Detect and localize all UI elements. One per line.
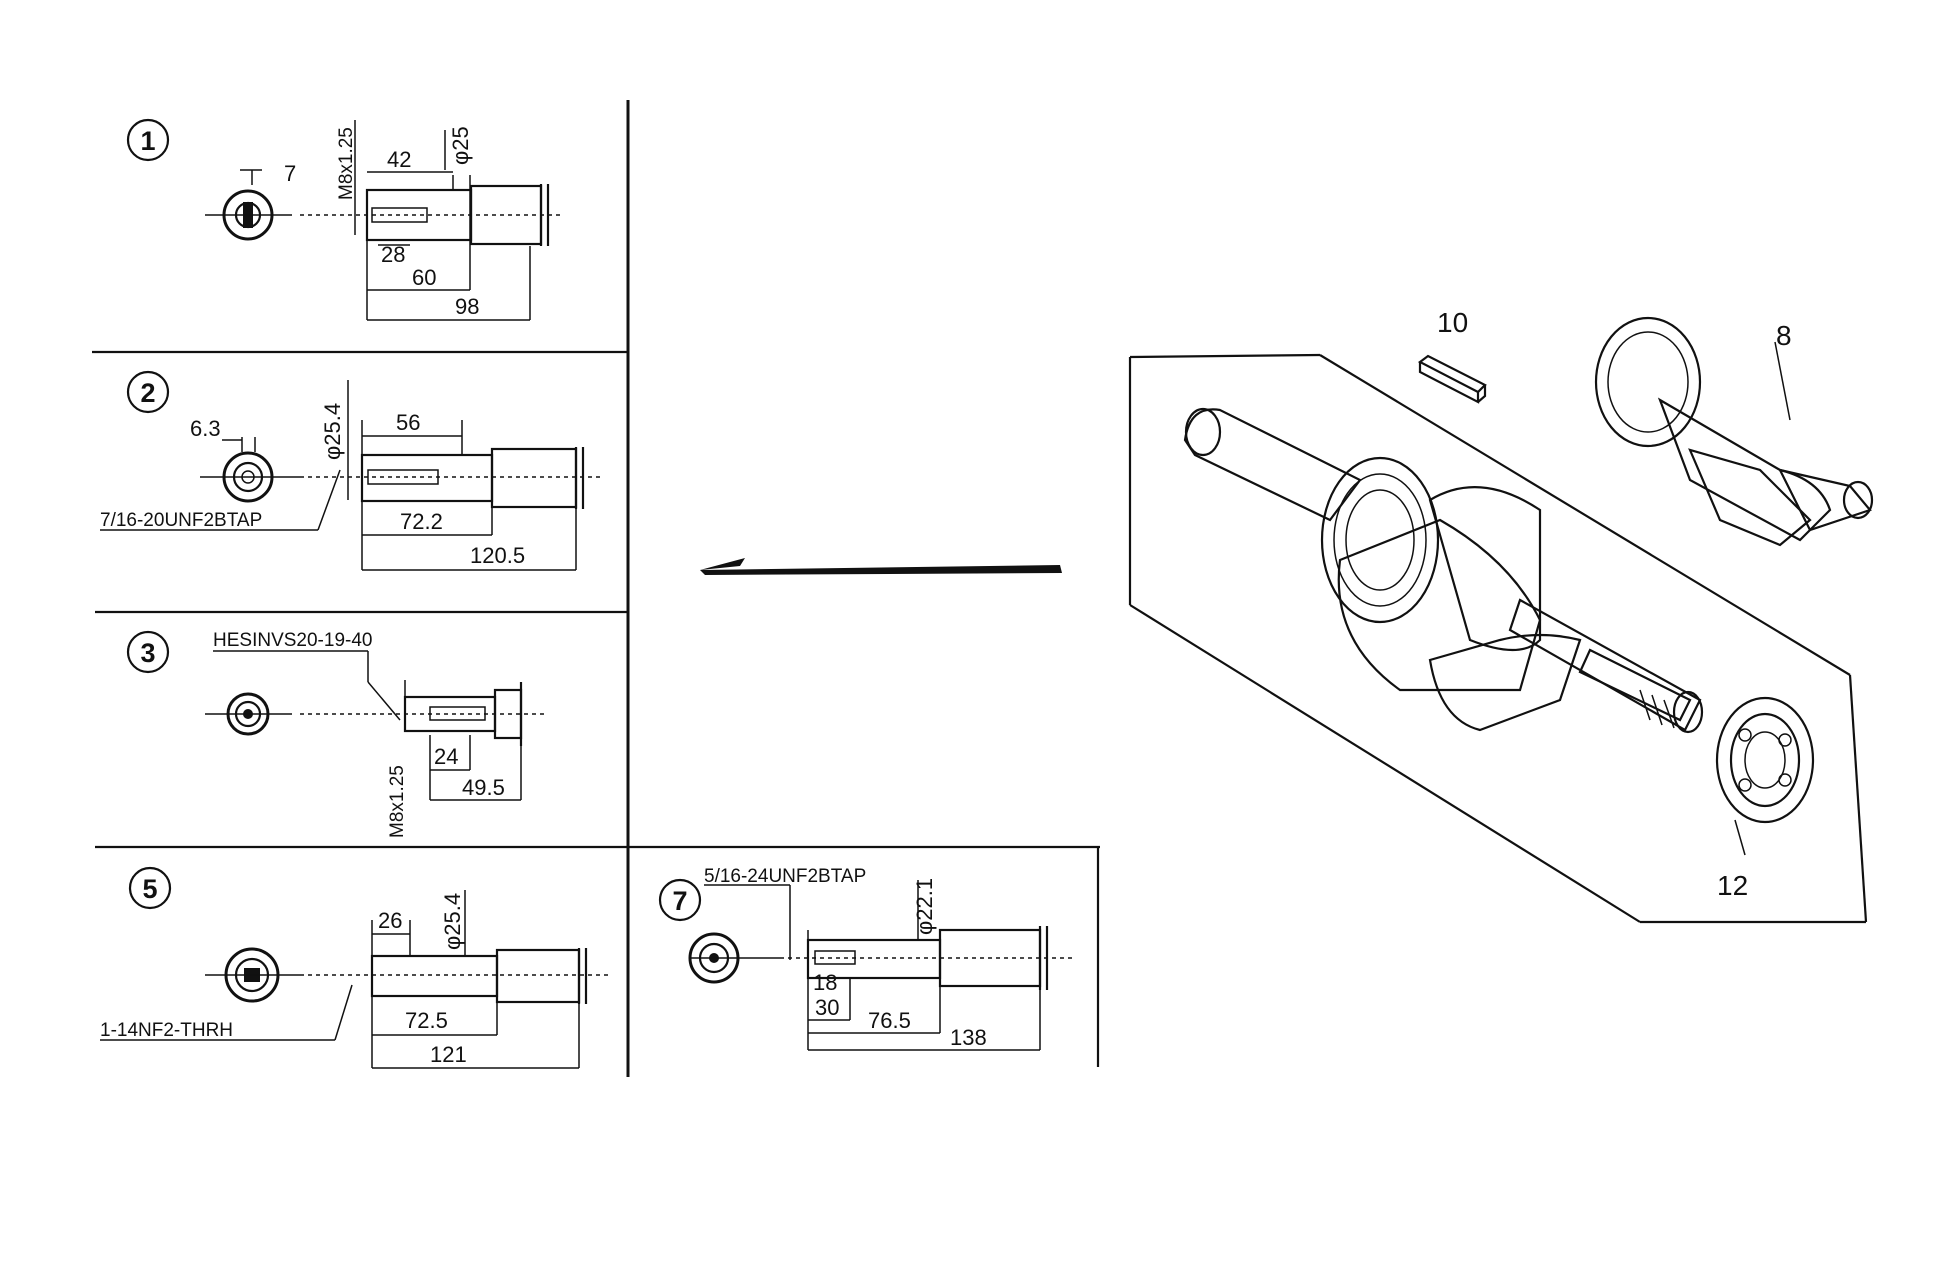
variant-number-badge [126,118,170,162]
thread-note: 7/16-20UNF2BTAP [100,510,262,531]
dim-shoulder-length: 76.5 [868,1008,911,1033]
shaft-end-view [205,947,300,1003]
dim-hole-depth: 24 [434,744,458,769]
variant-number: 5 [142,874,157,904]
dim-diameter: φ22.1 [912,878,937,935]
dimension-lines [354,120,530,321]
shaft-end-view [205,169,292,241]
dim-diameter: φ25 [448,126,473,165]
callout-key: 10 [1437,307,1468,338]
variant-5-panel: 5 26 φ25.4 72.5 12 [100,866,612,1069]
woodruff-key [1417,354,1487,404]
dim-total-length: 121 [430,1042,467,1067]
variant-3-panel: 3 24 49.5 M8x1.25 HESINVS [126,630,548,838]
variant-number: 7 [672,886,687,916]
dim-thread-spec: M8x1.25 [387,765,408,838]
variant-number: 3 [140,638,155,668]
variant-1-panel: 1 7 [126,118,560,321]
dim-thread-length: 56 [396,410,420,435]
dim-thread-spec: M8x1.25 [336,127,357,200]
crank-gear-assembly [1594,316,1874,547]
shaft-end-view [200,437,300,503]
variant-7-panel: 7 5/16-24UNF2BTAP φ [658,866,1075,1051]
dim-hole-depth: 18 [813,970,837,995]
variant-number-badge [126,630,170,674]
variant-number-badge [128,866,172,910]
variant-number-badge [658,878,702,922]
exploded-view: 10 8 12 [1128,307,1874,924]
dim-step-length: 60 [412,265,436,290]
pointer-arrow [700,558,1062,575]
thread-note: 1-14NF2-THRH [100,1020,233,1041]
dim-total-length: 120.5 [470,543,525,568]
dim-step-length: 72.2 [400,509,443,534]
variant-2-panel: 2 6.3 [100,370,600,571]
dimension-lines [704,880,1040,1051]
assembly-outline [1128,353,1868,924]
dim-step-length: 72.5 [405,1008,448,1033]
callout-gear: 8 [1776,320,1792,351]
dim-total-length: 98 [455,294,479,319]
shaft-end-view [688,932,780,984]
shaft-profile [780,885,1075,1050]
dimension-lines [213,650,521,801]
dimension-lines [347,380,576,571]
dim-total-length: 138 [950,1025,987,1050]
dim-thread-length: 26 [378,908,402,933]
shaft-profile [300,680,548,800]
shaft-profile [300,175,560,320]
grid-lines [92,100,1100,1077]
shaft-profile [100,420,600,570]
dimension-lines [372,933,579,1069]
dim-hole-depth: 28 [381,242,405,267]
dim-key-width: 6.3 [190,416,221,441]
thread-note: 5/16-24UNF2BTAP [704,866,866,887]
dim-step-length: 30 [815,995,839,1020]
ball-bearing [1715,696,1815,856]
callout-bearing: 12 [1717,870,1748,901]
variant-number: 1 [140,126,155,156]
shaft-end-view [205,692,292,736]
dim-diameter: φ25.4 [320,403,345,460]
dim-thread-length: 42 [387,147,411,172]
crankshaft [1183,407,1704,734]
shaft-profile [100,890,612,1068]
variant-number-badge [126,370,170,414]
dim-step-length: 49.5 [462,775,505,800]
dim-key-width: 7 [284,161,296,186]
screw-note: HESINVS20-19-40 [213,630,372,651]
dim-diameter: φ25.4 [440,893,465,950]
variant-number: 2 [140,378,155,408]
